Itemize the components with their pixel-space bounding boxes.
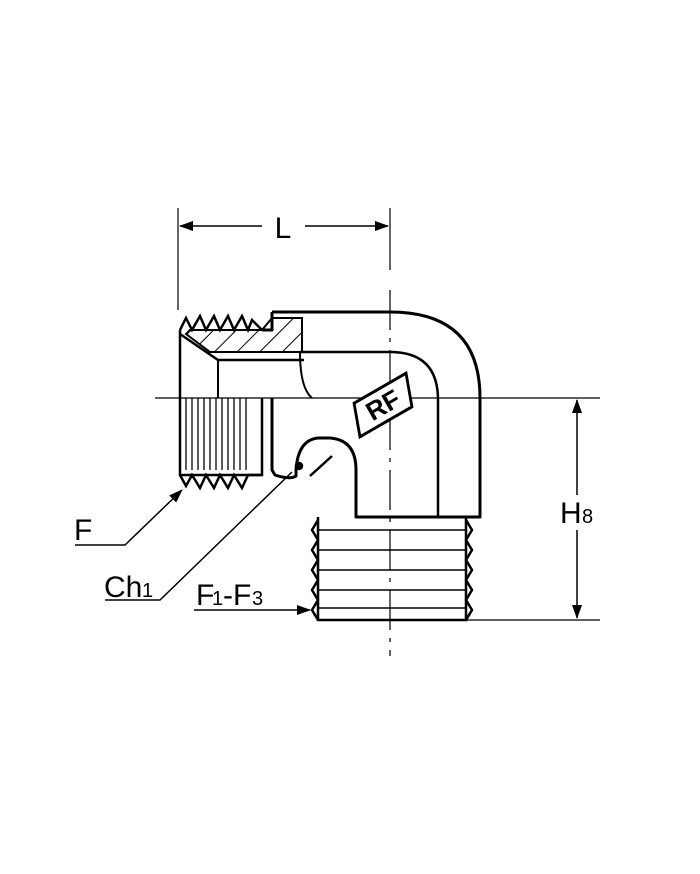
svg-text:1: 1 [142,580,153,602]
chamfer-mark [294,455,333,477]
female-port [178,313,304,491]
svg-text:1: 1 [212,588,223,610]
leader-f [75,489,183,546]
dimension-l-label: L [275,212,292,245]
svg-text:-F: -F [223,579,251,612]
svg-text:8: 8 [582,506,593,528]
label-ch1: Ch 1 [104,571,153,604]
male-port [310,517,474,622]
hatched-section [184,317,303,353]
svg-text:F: F [196,579,214,612]
svg-text:H: H [560,497,582,530]
leader-lines [75,471,311,615]
label-f: F [74,514,92,547]
dimension-h8-label: H 8 [560,497,593,530]
svg-text:3: 3 [252,588,263,610]
leader-ch1 [105,471,293,601]
svg-text:Ch: Ch [104,571,142,604]
label-f1-f3: F 1 -F 3 [196,579,263,612]
rf-logo: RF [352,370,414,440]
